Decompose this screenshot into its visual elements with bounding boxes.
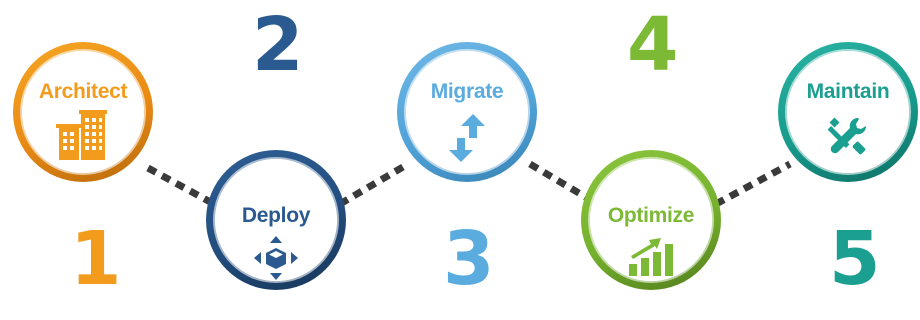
step-label: Deploy [241, 204, 311, 227]
step-optimize: Optimize [581, 150, 721, 290]
step-number-1: 1 [70, 216, 122, 302]
growth-bars-icon [581, 236, 721, 281]
deploy-arrows-cube-icon [206, 236, 346, 285]
step-face [787, 51, 909, 173]
connector-4-5 [714, 160, 792, 208]
step-number-4: 4 [627, 2, 679, 88]
connector-1-2 [146, 164, 216, 208]
step-label: Architect [38, 80, 128, 103]
step-face [590, 159, 712, 281]
step-label: Optimize [607, 204, 695, 227]
step-architect: Architect [13, 42, 153, 182]
swap-arrows-icon [397, 114, 537, 167]
step-number-5: 5 [829, 216, 881, 302]
step-label: Maintain [806, 80, 890, 103]
step-migrate: Migrate [397, 42, 537, 182]
step-maintain: Maintain [778, 42, 918, 182]
wrench-screwdriver-icon [778, 116, 918, 161]
buildings-icon [13, 108, 153, 165]
step-deploy: Deploy [206, 150, 346, 290]
connector-2-3 [338, 160, 410, 208]
step-label: Migrate [430, 80, 504, 103]
step-number-3: 3 [443, 216, 495, 302]
step-number-2: 2 [252, 2, 304, 88]
connector-3-4 [528, 160, 596, 206]
